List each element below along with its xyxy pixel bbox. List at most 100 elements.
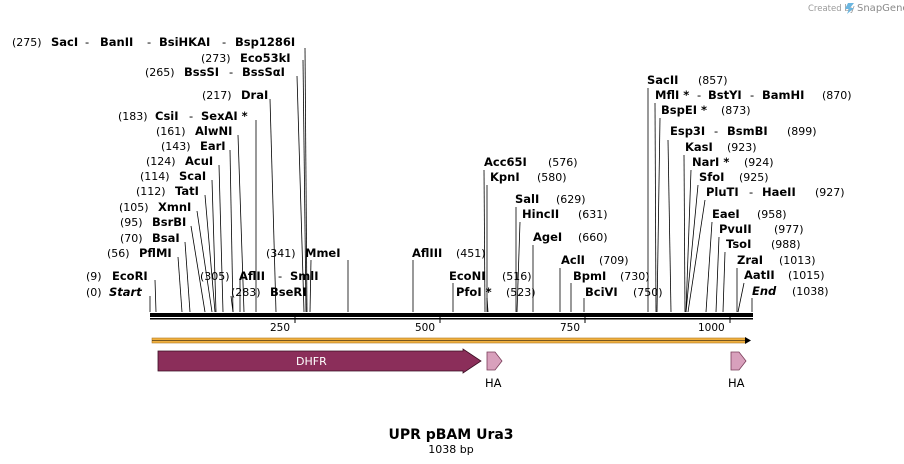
site-eco53kI: Eco53kI xyxy=(240,51,291,65)
site-group-1038: End (1038) xyxy=(752,284,829,298)
site-bsrBI: BsrBI xyxy=(152,215,186,229)
site-group-70: (70) BsaI xyxy=(120,231,180,245)
site-group-523: (523) xyxy=(506,286,536,299)
site-group-275: (275) SacI - BanII - BsiHKAI - Bsp1286I xyxy=(12,35,295,49)
site-group-273: (273) Eco53kI xyxy=(201,51,291,65)
feature-dhfr[interactable]: DHFR xyxy=(157,348,482,374)
feature-ha-2[interactable]: HA xyxy=(728,351,747,390)
site-group-217: (217) DraI xyxy=(202,88,268,102)
credit-brand: SnapGene xyxy=(857,3,904,14)
site-position: (977) xyxy=(774,223,804,236)
site-group-750: BciVI (750) xyxy=(585,285,663,299)
site-position: (580) xyxy=(537,171,567,184)
site-position: (873) xyxy=(721,104,751,117)
site-position: (143) xyxy=(161,140,191,153)
site-position: (70) xyxy=(120,232,143,245)
site-tatI: TatI xyxy=(175,184,199,198)
site-group-112: (112) TatI xyxy=(136,184,199,198)
site-group-afliii: AflIII xyxy=(412,246,442,260)
site-group-183: (183) CsiI - SexAI * xyxy=(118,109,248,123)
site-group-265: (265) BssSI - BssSαI xyxy=(145,65,285,79)
ruler: 250 500 750 1000 xyxy=(270,317,731,334)
site-position: (750) xyxy=(633,286,663,299)
site-aflII: AflII xyxy=(239,269,265,283)
site-group-1015: AatII (1015) xyxy=(744,268,825,282)
feature-dhfr-label: DHFR xyxy=(296,355,327,368)
site-ecoNI: EcoNI xyxy=(449,269,485,283)
site-sacII: SacII xyxy=(647,73,678,87)
site-position: (217) xyxy=(202,89,232,102)
site-kasI: KasI xyxy=(685,140,713,154)
site-bseRI: BseRI xyxy=(270,285,307,299)
site-esp3I: Esp3I xyxy=(670,124,705,138)
site-sexAI: SexAI * xyxy=(201,109,248,123)
site-position: (730) xyxy=(620,270,650,283)
site-position: (870) xyxy=(822,89,852,102)
site-bciVI: BciVI xyxy=(585,285,618,299)
feature-ha-2-label: HA xyxy=(728,376,745,390)
site-group-958: EaeI (958) xyxy=(712,207,787,221)
site-xmnI: XmnI xyxy=(158,200,191,214)
separator: - xyxy=(278,269,282,283)
site-position: (9) xyxy=(86,270,102,283)
site-bsp1286I: Bsp1286I xyxy=(235,35,295,49)
site-position: (183) xyxy=(118,110,148,123)
site-banII: BanII xyxy=(100,35,133,49)
site-eaeI: EaeI xyxy=(712,207,740,221)
site-group-730: BpmI (730) xyxy=(573,269,650,283)
site-position: (576) xyxy=(548,156,578,169)
site-position: (988) xyxy=(771,238,801,251)
site-group-95: (95) BsrBI xyxy=(120,215,186,229)
credit-prefix: Created by xyxy=(808,4,855,14)
site-group-924: NarI * (924) xyxy=(692,155,774,169)
site-group-857: SacII (857) xyxy=(647,73,728,87)
site-group-9: (9) EcoRI xyxy=(86,269,148,283)
site-group-283: (283) BseRI xyxy=(231,285,307,299)
site-group-105: (105) XmnI xyxy=(119,200,191,214)
orf-line xyxy=(151,337,751,344)
separator: - xyxy=(750,88,754,102)
site-pluTI: PluTI xyxy=(706,185,739,199)
site-group-629: SalI (629) xyxy=(515,192,586,206)
feature-ha-1[interactable]: HA xyxy=(485,351,503,390)
site-acuI: AcuI xyxy=(185,154,213,168)
site-position: (927) xyxy=(815,186,845,199)
site-position: (709) xyxy=(599,254,629,267)
site-bstYI: BstYI xyxy=(708,88,742,102)
site-start: Start xyxy=(109,285,142,299)
site-bsmBI: BsmBI xyxy=(727,124,768,138)
site-group-925: SfoI (925) xyxy=(699,170,769,184)
site-position: (857) xyxy=(698,74,728,87)
site-group-56: (56) PflMI xyxy=(107,246,172,260)
separator: - xyxy=(189,109,193,123)
separator: - xyxy=(714,124,718,138)
site-bpmI: BpmI xyxy=(573,269,606,283)
site-group-873: BspEI * (873) xyxy=(661,103,751,117)
site-position: (451) xyxy=(456,247,486,260)
site-scaI: ScaI xyxy=(179,169,206,183)
ruler-tick-label: 750 xyxy=(560,322,580,334)
separator: - xyxy=(749,185,753,199)
site-position: (925) xyxy=(739,171,769,184)
site-haeII: HaeII xyxy=(762,185,796,199)
site-position: (275) xyxy=(12,36,42,49)
site-salI: SalI xyxy=(515,192,539,206)
site-position: (629) xyxy=(556,193,586,206)
site-group-pfoi: PfoI * xyxy=(456,285,492,299)
separator: - xyxy=(147,35,151,49)
site-position: (0) xyxy=(86,286,102,299)
site-narI: NarI * xyxy=(692,155,729,169)
site-position: (516) xyxy=(502,270,532,283)
site-group-709: AclI (709) xyxy=(561,253,629,267)
site-position: (114) xyxy=(140,170,170,183)
site-sacI: SacI xyxy=(51,35,78,49)
site-position: (124) xyxy=(146,155,176,168)
site-position: (305) xyxy=(200,270,230,283)
site-position: (265) xyxy=(145,66,175,79)
site-pvuII: PvuII xyxy=(719,222,752,236)
site-position: (283) xyxy=(231,286,261,299)
ruler-tick-label: 250 xyxy=(270,322,290,334)
site-group-341: (341) MmeI xyxy=(266,246,341,260)
site-group-114: (114) ScaI xyxy=(140,169,206,183)
